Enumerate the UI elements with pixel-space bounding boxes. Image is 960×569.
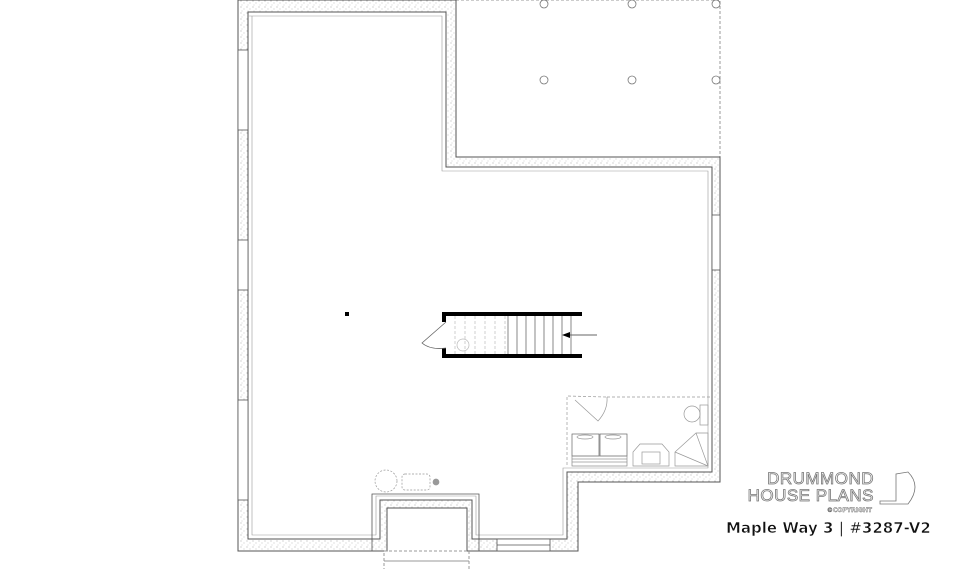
window	[711, 214, 721, 271]
logo-copyright: ©COPYRIGHT	[827, 507, 873, 514]
porch-post	[711, 75, 721, 85]
window	[237, 49, 249, 131]
porch-post	[711, 0, 721, 9]
porch-post	[627, 0, 637, 9]
windows	[237, 49, 721, 552]
entry-steps	[383, 550, 470, 569]
mechanical-equipment	[374, 469, 440, 493]
post-marker	[345, 312, 349, 316]
shower	[674, 432, 709, 467]
window	[237, 399, 249, 501]
staircase	[421, 312, 597, 358]
porch-post	[627, 75, 637, 85]
logo-line2: HOUSE PLANS	[748, 486, 874, 505]
stair-door	[421, 321, 447, 349]
logo-line1: DRUMMOND	[767, 469, 874, 488]
sink	[632, 443, 670, 467]
window	[237, 239, 249, 291]
rear-porch	[455, 0, 721, 158]
plan-caption: Maple Way 3 | #3287-V2	[726, 519, 931, 538]
porch-post	[539, 0, 549, 9]
exterior-walls	[237, 0, 721, 552]
porch-post	[539, 75, 549, 85]
arrow-head-icon	[562, 332, 570, 338]
laundry-room	[566, 395, 712, 467]
logo-mark-icon	[879, 471, 916, 505]
company-logo: DRUMMOND HOUSE PLANS ©COPYRIGHT	[747, 469, 916, 514]
